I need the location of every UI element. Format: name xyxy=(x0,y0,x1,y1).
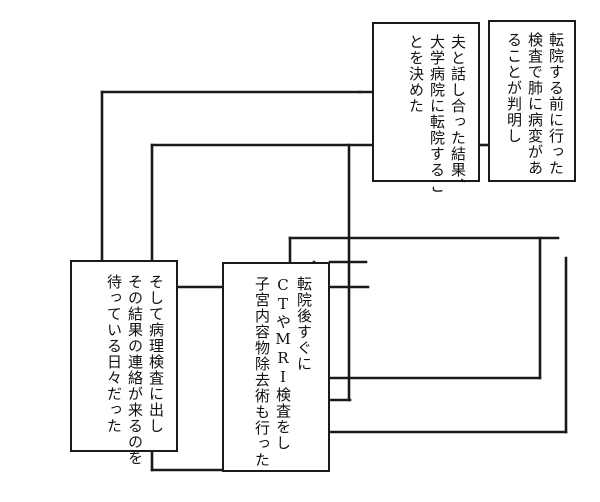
caption-text-3: 転院後すぐに CTやMRI検査をし 子宮内容物除去術も行った xyxy=(253,276,313,468)
caption-box-3: 転院後すぐに CTやMRI検査をし 子宮内容物除去術も行った xyxy=(222,262,330,472)
caption-box-4: そして病理検査に出し その結果の連絡が来るのを 待っている日々だった xyxy=(70,260,178,466)
caption-box-2: 夫と話し合った結果、 大学病院に転院するこ とを決めた xyxy=(372,22,480,194)
caption-text-4: そして病理検査に出し その結果の連絡が来るのを 待っている日々だった xyxy=(105,274,165,466)
caption-text-2: 夫と話し合った結果、 大学病院に転院するこ とを決めた xyxy=(407,34,467,194)
caption-text-1: 転院する前に行った 検査で肺に病変があ ることが判明し xyxy=(505,32,565,176)
caption-box-1: 転院する前に行った 検査で肺に病変があ ることが判明し xyxy=(488,20,576,182)
